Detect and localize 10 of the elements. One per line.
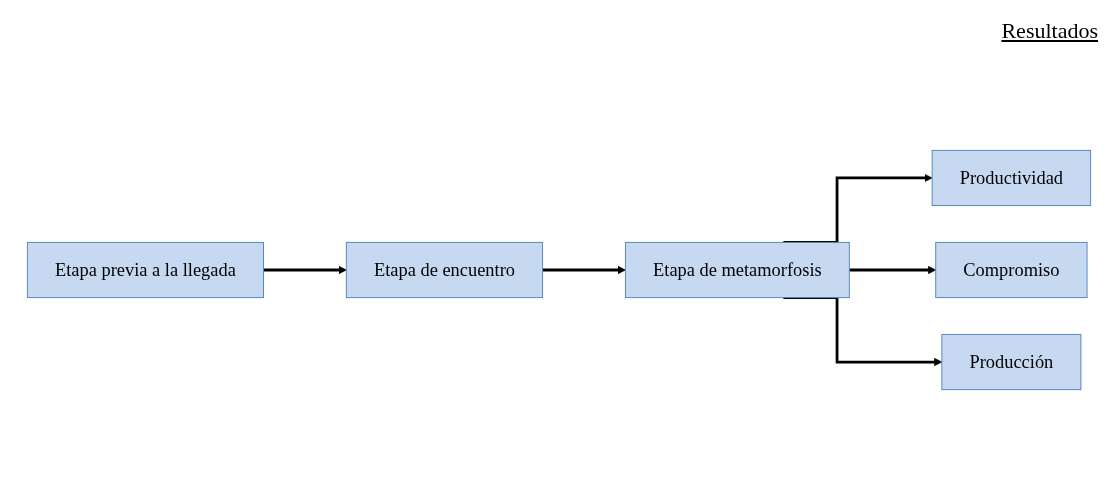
node-box: Compromiso [935,241,1088,299]
arrow [849,265,937,275]
node-box: Etapa de metamorfosis [624,241,850,299]
column-heading: Resultados [1001,18,1098,43]
node-box: Etapa de encuentro [345,241,544,299]
node-box: Producción [941,333,1082,391]
node-box: Etapa previa a la llegada [26,241,264,299]
arrow [542,265,626,275]
arrow [263,265,347,275]
node-box: Productividad [931,149,1092,207]
